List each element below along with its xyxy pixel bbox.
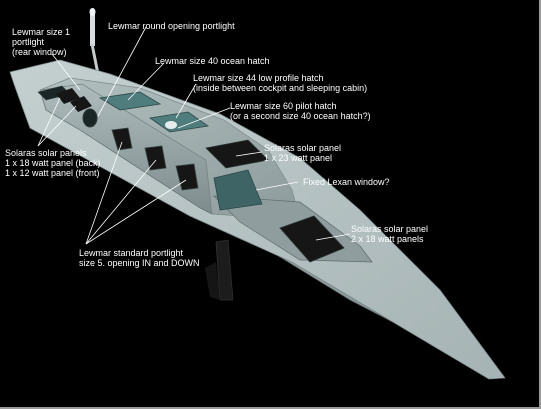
label-solar-panel-23: Solaras solar panel 1 x 23 watt panel [264,143,342,163]
leader-line [175,83,197,119]
leader-line [97,26,147,117]
leader-line [315,233,351,241]
leader-line [37,97,61,147]
leader-lines [37,26,351,245]
label-ocean-hatch: Lewmar size 40 ocean hatch [155,56,270,66]
solar-panel-front [70,96,92,112]
label-pilot-hatch: Lewmar size 60 pilot hatch (or a second … [230,101,371,121]
leader-line [85,159,157,245]
label-portlight-rear: Lewmar size 1 portlight (rear window) [12,27,71,57]
leader-line [51,53,81,91]
label-standard-portlight: Lewmar standard portlight size 5. openin… [79,248,200,268]
label-solar-panels-back-front: Solaras solar panels 1 x 18 watt panel (… [5,148,101,178]
keel-fin [215,239,234,301]
solar-panel-back [56,88,80,104]
keel-bulb [205,262,220,300]
leader-line [85,179,187,245]
leader-line [235,151,263,157]
portlight [111,127,133,151]
ocean-hatch [98,91,162,111]
leader-line [37,105,77,147]
solar-panels-2x18 [279,215,345,263]
label-round-portlight: Lewmar round opening portlight [108,21,235,31]
lexan-window [213,169,263,211]
portlights [37,85,199,191]
label-lexan-window: Fixed Lexan window? [303,177,390,187]
leader-line [85,141,123,245]
low-profile-hatch [148,111,210,133]
solar-panel-23w [205,139,269,169]
leader-line [177,107,231,129]
leader-line [255,181,299,191]
portlight [175,163,199,191]
pilot-hatch [165,121,177,129]
round-portlight [82,108,98,128]
leader-line [127,62,165,101]
portlight [144,145,167,171]
label-solar-panel-2x18: Solaras solar panel 2 x 18 watt panels [351,224,429,244]
label-low-profile-hatch: Lewmar size 44 low profile hatch (inside… [193,73,368,93]
